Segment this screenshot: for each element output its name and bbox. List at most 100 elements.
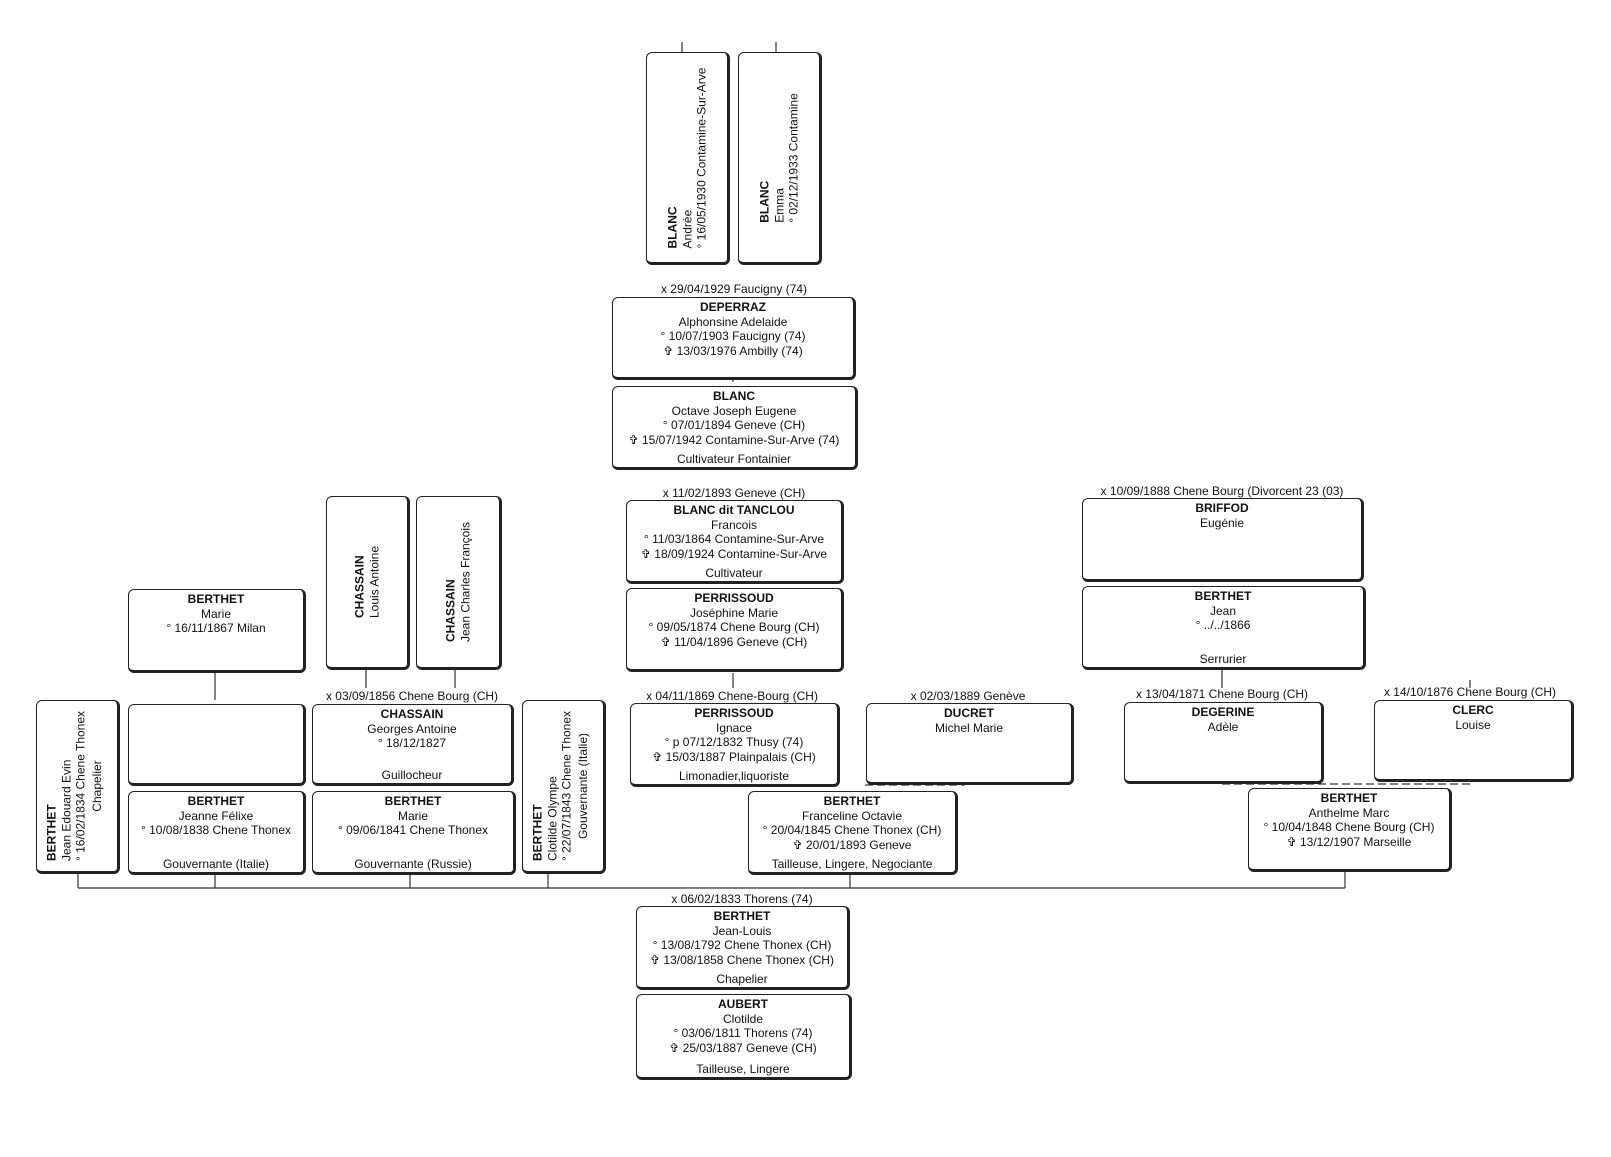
birth-info: ° 11/03/1864 Contamine-Sur-Arve [643,532,824,546]
occupation: Chapelier [716,971,768,986]
person-card-aubert[interactable]: AUBERT Clotilde ° 03/06/1811 Thorens (74… [636,994,852,1080]
person-card-jeanne[interactable]: BERTHET Jeanne Félixe ° 10/08/1838 Chene… [128,791,306,875]
birth-info: ° 16/11/1867 Milan [166,621,266,635]
person-card-jean-edouard[interactable]: BERTHET Jean Edouard Evin ° 16/02/1834 C… [36,700,120,874]
person-card-ducret[interactable]: DUCRET Michel Marie [866,703,1074,785]
surname: CHASSAIN [380,707,444,721]
given-name: Anthelme Marc [1308,805,1390,820]
given-name: Louise [1455,717,1491,732]
death-info: ✞ 13/03/1976 Ambilly (74) [663,343,803,358]
surname: CHASSAIN [443,579,458,643]
person-card-anthelme[interactable]: BERTHET Anthelme Marc ° 10/04/1848 Chene… [1248,788,1452,872]
surname: PERRISSOUD [694,591,774,605]
person-details: CHASSAIN Louis Antoine [353,546,382,618]
given-name: Andrée [679,209,694,248]
birth-info: ° ../../1866 [1195,618,1251,632]
surname: DEGERINE [1191,705,1255,719]
person-card-clotilde[interactable]: BERTHET Clotilde Olympe ° 22/07/1843 Che… [522,700,606,874]
birth-info: ° 18/12/1827 [377,736,447,750]
given-name: Jean-Louis [712,923,772,938]
marriage-label: x 04/11/1869 Chene-Bourg (CH) [646,689,818,703]
surname: BLANC [757,180,772,223]
surname: BERTHET [713,909,771,923]
surname: DEPERRAZ [699,300,766,314]
person-card-spouse-unknown[interactable] [128,704,306,786]
person-details: BERTHET Jean Edouard Evin ° 16/02/1834 C… [44,711,88,861]
occupation: Chapelier [90,760,104,812]
given-name: Clotilde Olympe [544,776,559,862]
person-card-francois[interactable]: BLANC dit TANCLOU Francois ° 11/03/1864 … [626,500,844,584]
person-card-jean[interactable]: BERTHET Jean ° ../../1866 Serrurier [1082,586,1366,670]
person-card-emma[interactable]: BLANC Emma ° 02/12/1933 Contamine [738,52,822,265]
given-name: Jean Charles François [458,521,472,643]
given-name: Adèle [1207,719,1239,734]
person-card-georges[interactable]: CHASSAIN Georges Antoine ° 18/12/1827 Gu… [312,704,514,786]
birth-info: ° 22/07/1843 Chene Thonex [559,710,574,862]
surname: BERTHET [1320,791,1378,805]
marriage-label: x 10/09/1888 Chene Bourg (Divorcent 23 (… [1100,484,1344,498]
person-card-louis-antoine[interactable]: CHASSAIN Louis Antoine [326,496,410,670]
person-card-jeanlouis[interactable]: BERTHET Jean-Louis ° 13/08/1792 Chene Th… [636,906,850,990]
person-card-briffod[interactable]: BRIFFOD Eugénie [1082,498,1364,582]
occupation: Limonadier,liquoriste [678,768,790,783]
person-card-deperraz[interactable]: DEPERRAZ Alphonsine Adelaide ° 10/07/190… [612,297,856,380]
given-name: Eugénie [1199,515,1245,530]
given-name: Alphonsine Adelaide [678,314,788,329]
marriage-label: x 02/03/1889 Genève [910,689,1026,703]
death-info: ✞ 13/12/1907 Marseille [1286,834,1412,849]
given-name: Emma [771,187,786,223]
birth-info: ° 10/07/1903 Faucigny (74) [660,329,806,343]
person-card-clerc[interactable]: CLERC Louise [1374,700,1574,782]
person-card-jean-charles[interactable]: CHASSAIN Jean Charles François [416,496,502,670]
surname: BERTHET [384,794,442,808]
occupation: Guillocheur [381,767,443,782]
death-info: ✞ 20/01/1893 Geneve [792,837,912,852]
given-name: Jean Edouard Evin [58,759,73,862]
occupation: Tailleuse, Lingere, Negociante [771,856,933,871]
surname: BERTHET [823,794,881,808]
death-info: ✞ 18/09/1924 Contamine-Sur-Arve [640,546,828,561]
person-details: CHASSAIN Jean Charles François [444,522,473,642]
given-name: Octave Joseph Eugene [671,403,797,418]
person-card-franceline[interactable]: BERTHET Franceline Octavie ° 20/04/1845 … [748,791,958,875]
birth-info: ° 03/06/1811 Thorens (74) [673,1026,813,1040]
death-info: ✞ 13/08/1858 Chene Thonex (CH) [650,952,834,967]
given-name: Marie [397,808,428,823]
person-details: BLANC Emma ° 02/12/1933 Contamine [757,93,801,223]
person-card-ignace[interactable]: PERRISSOUD Ignace ° p 07/12/1832 Thusy (… [630,703,840,787]
surname: DUCRET [944,706,994,720]
birth-info: ° 09/06/1841 Chene Thonex [337,823,489,837]
surname: CHASSAIN [352,555,367,619]
person-card-octave[interactable]: BLANC Octave Joseph Eugene ° 07/01/1894 … [612,386,858,470]
marriage-label: x 06/02/1833 Thorens (74) [671,892,813,906]
surname: BLANC [713,389,755,403]
surname: BRIFFOD [1195,501,1249,515]
person-card-marie-1841[interactable]: BERTHET Marie ° 09/06/1841 Chene Thonex … [312,791,516,875]
birth-info: ° 20/04/1845 Chene Thonex (CH) [762,823,942,837]
person-card-degerine[interactable]: DEGERINE Adèle [1124,702,1324,784]
given-name: Clotilde [722,1011,764,1026]
given-name: Georges Antoine [367,721,457,736]
given-name: Louis Antoine [367,545,381,619]
given-name: Jeanne Félixe [178,808,254,823]
person-card-josephine[interactable]: PERRISSOUD Joséphine Marie ° 09/05/1874 … [626,588,844,672]
person-card-andree[interactable]: BLANC Andrée ° 16/05/1930 Contamine-Sur-… [646,52,730,265]
occupation: Gouvernante (Italie) [162,856,270,871]
surname: BERTHET [44,804,59,862]
person-details: BLANC Andrée ° 16/05/1930 Contamine-Sur-… [665,67,709,248]
death-info: ✞ 15/03/1887 Plainpalais (CH) [652,749,816,764]
birth-info: ° 13/08/1792 Chene Thonex (CH) [652,938,832,952]
birth-info: ° 02/12/1933 Contamine [786,92,801,223]
occupation: Serrurier [1199,651,1247,666]
surname: BERTHET [1194,589,1252,603]
given-name: Franceline Octavie [801,808,903,823]
birth-info: ° 16/02/1834 Chene Thonex [73,710,88,862]
occupation: Gouvernante (Russie) [354,856,472,871]
birth-info: ° 10/04/1848 Chene Bourg (CH) [1263,820,1435,834]
birth-info: ° 16/05/1930 Contamine-Sur-Arve [694,67,709,248]
marriage-label: x 13/04/1871 Chene Bourg (CH) [1135,687,1309,701]
person-card-marie-milan[interactable]: BERTHET Marie ° 16/11/1867 Milan [128,589,306,673]
given-name: Ignace [715,720,753,735]
birth-info: ° p 07/12/1832 Thusy (74) [664,735,804,749]
